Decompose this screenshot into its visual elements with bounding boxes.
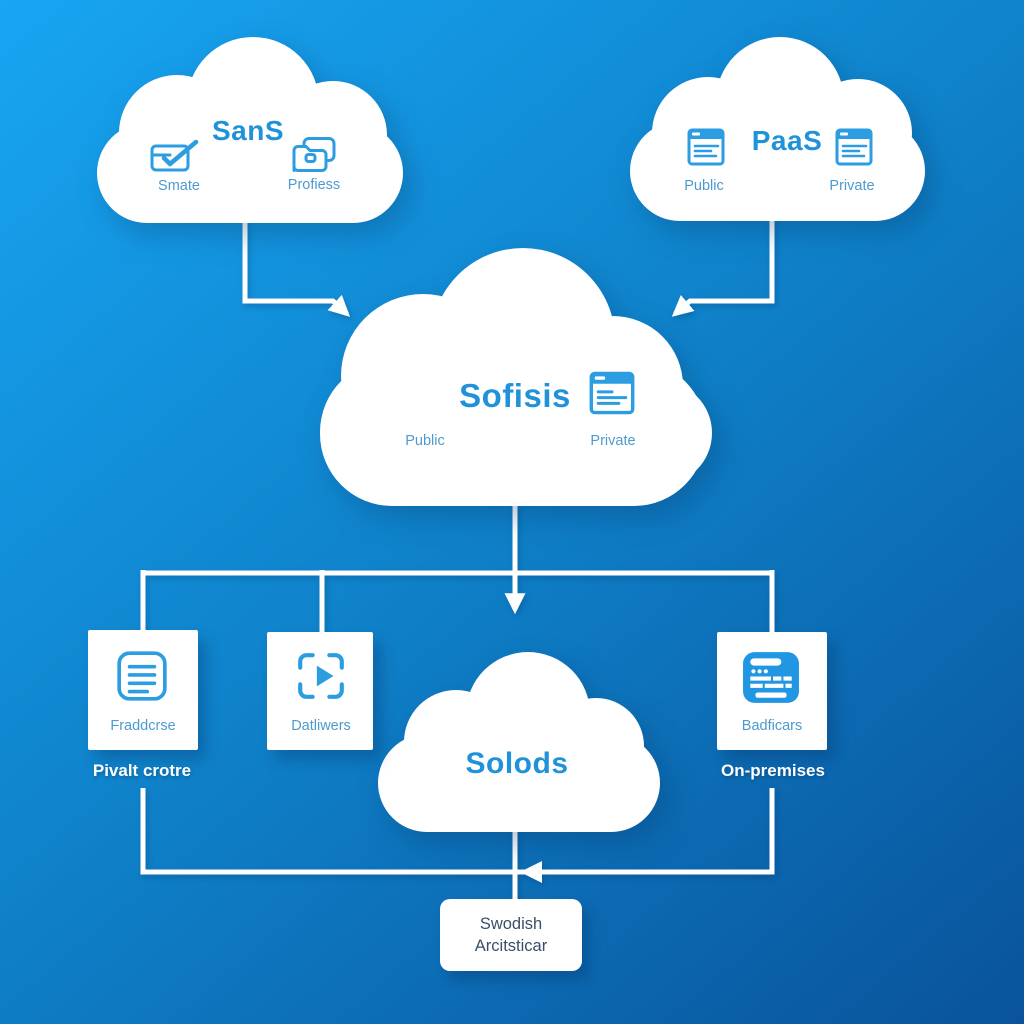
browser-window-icon bbox=[835, 126, 873, 168]
paas-item-label: Private bbox=[829, 178, 875, 194]
browser-window-icon bbox=[589, 370, 635, 416]
browser-window-icon bbox=[687, 126, 725, 168]
arrow-paas-to-central bbox=[671, 212, 775, 317]
browser-solid-icon bbox=[742, 648, 800, 706]
folders-icon bbox=[290, 137, 338, 174]
media-box: Datliwers bbox=[267, 632, 373, 750]
saas-cloud-node: SanS Smate Profiess bbox=[85, 35, 415, 230]
play-brackets-icon bbox=[295, 650, 347, 702]
documents-box-label: Fraddcrse bbox=[110, 718, 176, 734]
document-lines-icon bbox=[115, 649, 169, 703]
paas-title: PaaS bbox=[751, 125, 823, 156]
documents-box: Fraddcrse bbox=[88, 630, 198, 750]
central-item-label: Public bbox=[405, 433, 445, 449]
mail-check-icon bbox=[150, 138, 202, 174]
onprem-box-label: Badficars bbox=[741, 718, 803, 734]
cloud-shape bbox=[378, 652, 660, 832]
bottom-cloud-node: Solods bbox=[370, 650, 670, 840]
central-title: Sofisis bbox=[459, 377, 571, 414]
arrow-left-junction bbox=[520, 861, 542, 883]
architect-box: Swodish Arcitsticar bbox=[440, 899, 582, 971]
central-cloud-node: Sofisis Public Private bbox=[305, 248, 720, 513]
architect-box-line2: Arcitsticar bbox=[474, 937, 548, 955]
saas-item-label: Smate bbox=[158, 178, 200, 194]
central-item-label: Private bbox=[590, 433, 636, 449]
on-premises-caption: On-premises bbox=[721, 761, 825, 780]
saas-title: SanS bbox=[211, 115, 285, 146]
private-datacenter-caption: Pivalt crotre bbox=[92, 761, 192, 780]
bottom-cloud-title: Solods bbox=[465, 747, 569, 780]
paas-cloud-node: PaaS Public Private bbox=[620, 35, 935, 230]
media-box-label: Datliwers bbox=[291, 718, 351, 734]
arrow-saas-to-central bbox=[242, 212, 351, 317]
paas-item-label: Public bbox=[684, 178, 724, 194]
saas-item-label: Profiess bbox=[287, 177, 341, 193]
architect-box-line1: Swodish bbox=[479, 915, 543, 933]
onprem-box: Badficars bbox=[717, 632, 827, 750]
